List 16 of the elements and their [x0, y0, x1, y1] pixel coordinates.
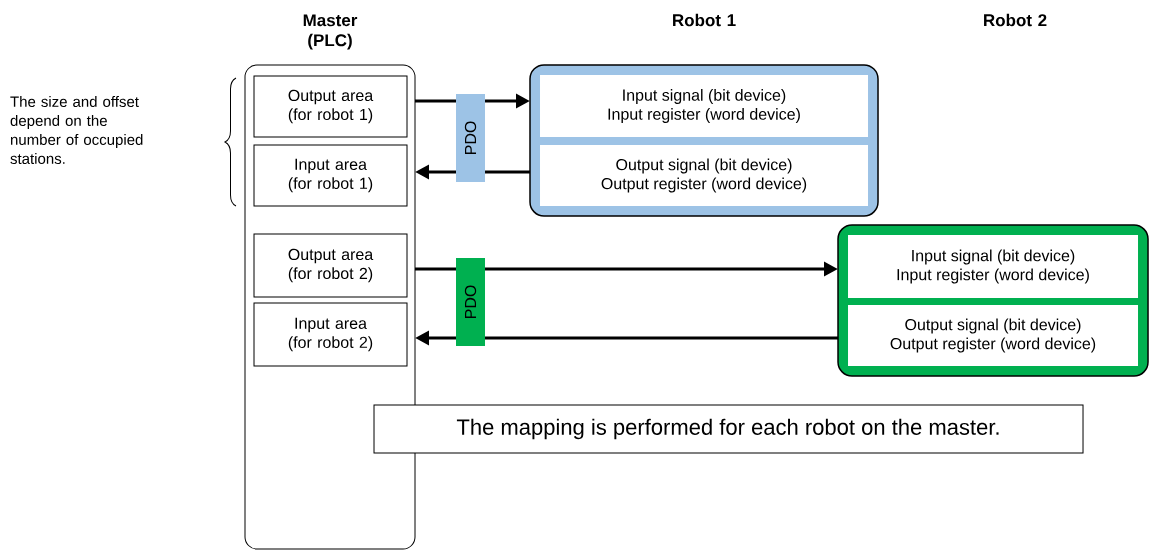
- master-column: [244, 64, 416, 550]
- pdo-box: PDO: [456, 94, 485, 182]
- column-heading: Robot 2: [984, 13, 1047, 27]
- signal-box: Input signal (bit device) Input register (word device): [848, 235, 1138, 298]
- memory-area-box: Output area (for robot 1): [253, 75, 408, 138]
- note-text: The size and offset depend on the number of occupied stations.: [10, 96, 143, 164]
- memory-area-box: Input area (for robot 1): [253, 144, 408, 207]
- note-box: The mapping is performed for each robot on the master.: [373, 404, 1084, 454]
- signal-box: Output signal (bit device) Output register (word device): [848, 305, 1138, 366]
- pdo-box: PDO: [456, 258, 485, 346]
- signal-box: Input signal (bit device) Input register (word device): [540, 75, 868, 137]
- signal-box: Output signal (bit device) Output register (word device): [540, 145, 868, 206]
- memory-area-box: Output area (for robot 2): [253, 233, 408, 298]
- memory-area-box: Input area (for robot 2): [253, 302, 408, 367]
- column-heading: Master (PLC): [303, 14, 358, 50]
- column-heading: Robot 1: [673, 13, 736, 27]
